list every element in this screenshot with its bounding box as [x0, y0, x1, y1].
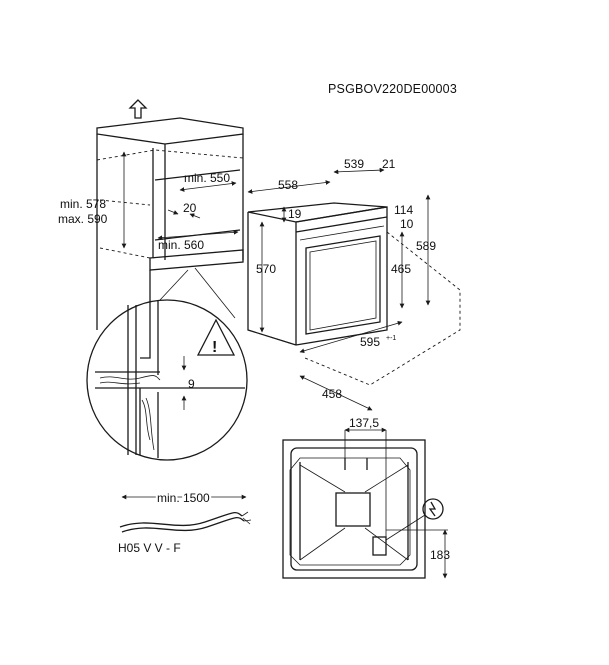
power-cable	[119, 511, 252, 533]
svg-text:!: !	[212, 339, 217, 356]
model-code: PSGBOV220DE00003	[328, 82, 457, 96]
ventilation-gap: 20	[183, 201, 197, 215]
detail-gap: 9	[188, 377, 195, 391]
oven-total-height: 589	[416, 239, 436, 253]
niche-min-depth: min. 550	[184, 171, 230, 185]
cabinet-min-height: min. 578	[60, 197, 106, 211]
up-arrow-icon	[128, 99, 148, 119]
cable-type: H05 V V - F	[118, 541, 181, 555]
door-depth: 458	[322, 387, 342, 401]
top-right-offset: 114	[394, 203, 413, 217]
side-offset: 10	[400, 217, 414, 231]
connection-height: 183	[430, 548, 450, 562]
oven-height-front: 570	[256, 262, 276, 276]
top-offset: 19	[288, 207, 302, 221]
cable-length: min. 1500	[157, 491, 210, 505]
niche-min-width: min. 560	[158, 238, 204, 252]
oven-depth-total: 558	[278, 178, 298, 192]
cabinet-niche	[96, 99, 244, 330]
niche-width-arrow	[157, 229, 239, 241]
detail-circle: ! 9	[86, 299, 248, 461]
vent-gap-arrow	[167, 209, 179, 215]
oven-rear-view	[282, 439, 444, 579]
oven-width-tolerance: +-1	[386, 335, 396, 342]
cabinet-max-height: max. 590	[58, 212, 108, 226]
oven-body-depth: 539	[344, 157, 364, 171]
oven-width: 595	[360, 335, 380, 349]
niche-depth-arrow	[179, 181, 237, 192]
connection-offset: 137,5	[349, 416, 379, 430]
oven-iso	[247, 202, 461, 386]
power-connection-icon	[422, 498, 444, 520]
front-panel: 21	[382, 157, 396, 171]
warning-icon	[196, 318, 236, 356]
door-height: 465	[391, 262, 411, 276]
